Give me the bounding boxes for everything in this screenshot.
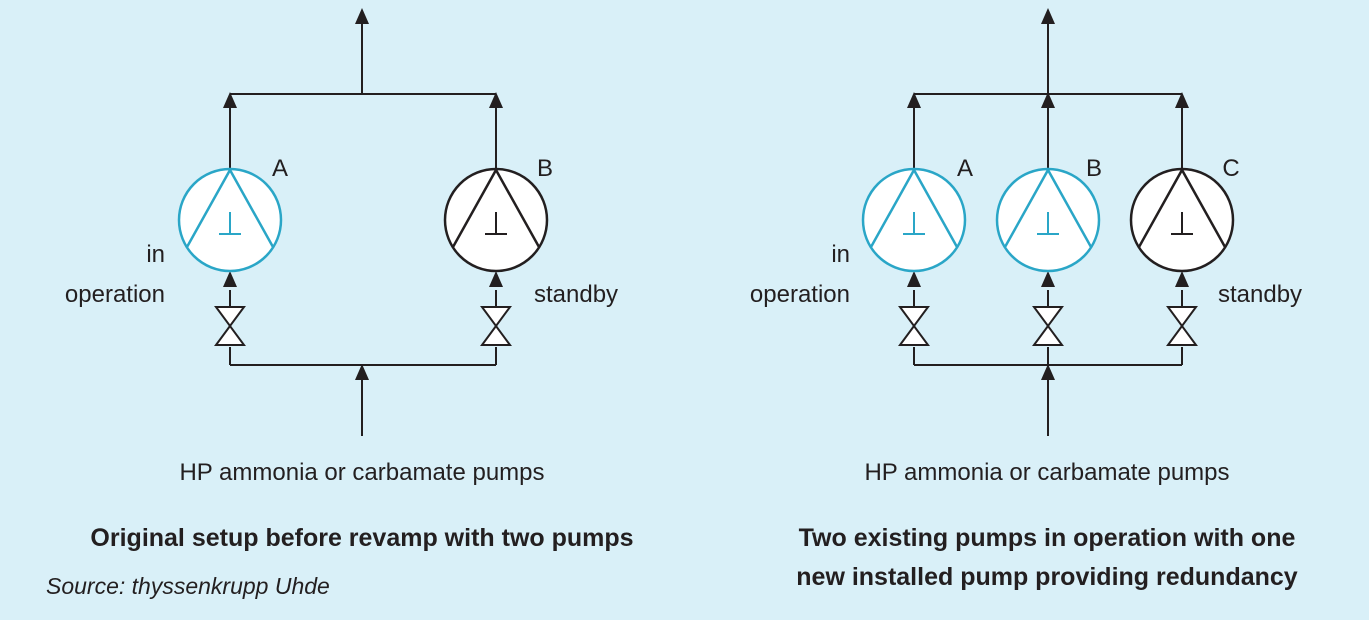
right-pump-a-symbol-impeller	[869, 167, 959, 248]
right-pump-c-valve	[1166, 306, 1198, 346]
right-pump-a-valve	[898, 306, 930, 346]
right-pump-b-label: B	[1086, 155, 1102, 182]
right-pump-a-suction-arrow	[907, 271, 921, 287]
left-caption: Original setup before revamp with two pu…	[90, 524, 633, 552]
right-pump-c-discharge-arrow	[1175, 92, 1189, 108]
right-pump-c-symbol-impeller	[1137, 167, 1227, 248]
right-pump-a-discharge-arrow	[907, 92, 921, 108]
left-pump-b-symbol-impeller	[451, 167, 541, 248]
left-outlet-arrow	[355, 8, 369, 24]
right-pumps-label: HP ammonia or carbamate pumps	[864, 459, 1229, 486]
left-pump-b-suction-arrow	[489, 271, 503, 287]
right-pump-b-symbol	[995, 167, 1101, 273]
right-pump-c-valve-upper	[1166, 306, 1198, 328]
right-pump-b-valve	[1032, 306, 1064, 346]
right-pump-c-symbol	[1129, 167, 1235, 273]
left-pump-b-discharge-arrow	[489, 92, 503, 108]
diagram-graphics	[177, 8, 1235, 436]
right-caption-line1: Two existing pumps in operation with one	[799, 524, 1296, 552]
left-pump-a-valve-upper	[214, 306, 246, 328]
right-pump-c-valve-lower	[1166, 324, 1198, 346]
left-pump-a-symbol	[177, 167, 283, 273]
left-pump-b-symbol	[443, 167, 549, 273]
right-inlet-arrow	[1041, 364, 1055, 380]
right-pump-b-valve-lower	[1032, 324, 1064, 346]
left-in-label: in	[146, 241, 165, 268]
left-pump-a-suction-arrow	[223, 271, 237, 287]
left-pump-a-symbol-impeller	[185, 167, 275, 248]
right-pump-b-valve-upper	[1032, 306, 1064, 328]
right-pump-b-suction-arrow	[1041, 271, 1055, 287]
left-operation-label: operation	[65, 281, 165, 308]
left-pump-b-label: B	[537, 155, 553, 182]
left-pump-b-valve-upper	[480, 306, 512, 328]
left-inlet-arrow	[355, 364, 369, 380]
left-pump-b-valve	[480, 306, 512, 346]
left-pump-a-discharge-arrow	[223, 92, 237, 108]
left-pump-a-label: A	[272, 155, 288, 182]
right-pump-a-valve-lower	[898, 324, 930, 346]
left-pump-b-valve-lower	[480, 324, 512, 346]
right-pump-a-symbol	[861, 167, 967, 273]
left-standby-label: standby	[534, 281, 618, 308]
right-in-label: in	[831, 241, 850, 268]
source-label: Source: thyssenkrupp Uhde	[46, 573, 330, 599]
right-pump-a-valve-upper	[898, 306, 930, 328]
right-standby-label: standby	[1218, 281, 1302, 308]
left-pump-a-valve	[214, 306, 246, 346]
right-operation-label: operation	[750, 281, 850, 308]
left-pumps-label: HP ammonia or carbamate pumps	[179, 459, 544, 486]
right-outlet-arrow	[1041, 8, 1055, 24]
left-pump-a-valve-lower	[214, 324, 246, 346]
right-pump-a-label: A	[957, 155, 973, 182]
right-pump-c-suction-arrow	[1175, 271, 1189, 287]
right-pump-c-label: C	[1222, 155, 1239, 182]
right-pump-b-discharge-arrow	[1041, 92, 1055, 108]
right-caption-line2: new installed pump providing redundancy	[796, 563, 1298, 591]
right-pump-b-symbol-impeller	[1003, 167, 1093, 248]
